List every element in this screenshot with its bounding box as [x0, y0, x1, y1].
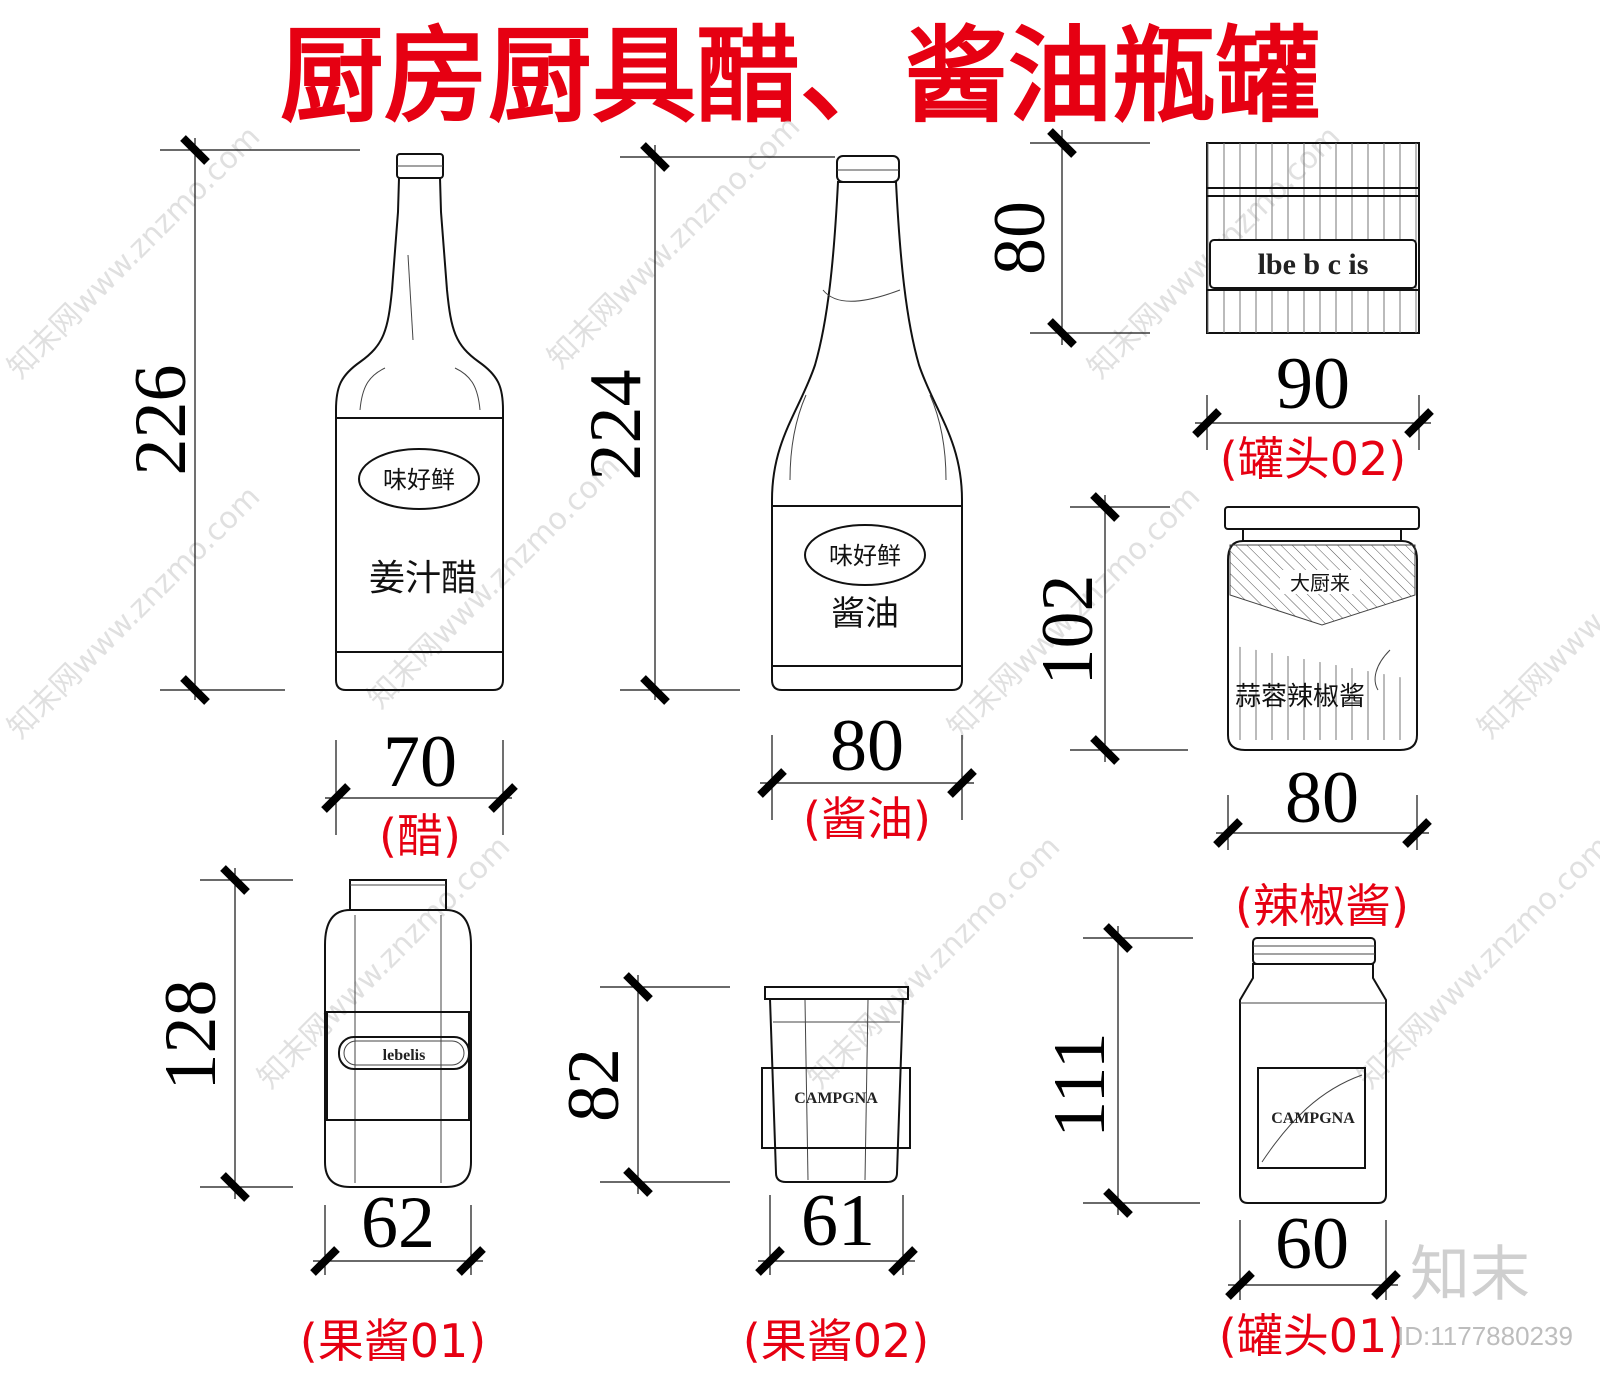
can01-jar: CAMPGNA [1239, 937, 1387, 1204]
watermark-text: 知末网www.znzmo.com [1351, 829, 1600, 1095]
can02-dimensions: 80 90 (罐头02) [979, 128, 1434, 486]
jam02-caption: (果酱02) [743, 1314, 929, 1368]
vinegar-brand: 味好鲜 [383, 466, 455, 494]
vinegar-bottle: 味好鲜 姜汁醋 [335, 153, 504, 691]
chili-jar: 大厨来 蒜蓉辣椒酱 [1224, 506, 1420, 751]
soy-caption: (酱油) [803, 792, 931, 846]
vinegar-height: 226 [120, 365, 202, 476]
jam01-caption: (果酱01) [300, 1314, 486, 1368]
watermark-text: 知末网www.znzmo.com [1, 479, 267, 745]
can01-height: 111 [1039, 1032, 1121, 1138]
jam01-width: 62 [361, 1182, 435, 1264]
jam01-dimensions: 128 62 (果酱01) [150, 865, 486, 1368]
soy-dimensions: 224 80 (酱油) [575, 142, 977, 846]
watermark-id: ID:1177880239 [1397, 1321, 1573, 1351]
jam02-height: 82 [553, 1048, 635, 1122]
soy-product: 酱油 [831, 594, 899, 634]
can02-label: lbe b c is [1258, 248, 1369, 281]
chili-dimensions: 102 80 (辣椒酱) [1027, 492, 1432, 933]
jam02-dimensions: 82 61 (果酱02) [553, 972, 929, 1368]
soy-height: 224 [575, 370, 657, 481]
chili-product: 蒜蓉辣椒酱 [1235, 682, 1365, 712]
watermark-text: 知末网www.znzmo.com [541, 109, 807, 375]
can02-height: 80 [979, 201, 1061, 275]
can02-jar: lbe b c is [1206, 142, 1420, 334]
can01-label: CAMPGNA [1271, 1110, 1355, 1127]
chili-brand: 大厨来 [1290, 571, 1350, 595]
jam01-jar: lebelis [324, 879, 472, 1188]
can01-dimensions: 111 60 (罐头01) [1039, 923, 1405, 1363]
jam01-label: lebelis [383, 1047, 426, 1064]
watermark-text: 知末网www.znzmo.com [1, 119, 267, 385]
vinegar-width: 70 [383, 721, 457, 803]
jam02-jar: CAMPGNA [761, 986, 911, 1183]
chili-width: 80 [1285, 757, 1359, 839]
soy-brand: 味好鲜 [829, 542, 901, 570]
chili-height: 102 [1027, 575, 1109, 686]
can02-width: 90 [1276, 343, 1350, 425]
can02-caption: (罐头02) [1220, 432, 1406, 486]
vinegar-dimensions: 226 70 (醋) [120, 135, 518, 863]
chili-caption: (辣椒酱) [1235, 879, 1409, 933]
soy-width: 80 [830, 705, 904, 787]
soy-bottle: 味好鲜 酱油 [771, 155, 963, 691]
can01-width: 60 [1275, 1203, 1349, 1285]
vinegar-caption: (醋) [379, 809, 461, 863]
jam01-height: 128 [150, 980, 232, 1091]
watermark-text: 知末网www.znzmo.com [1471, 479, 1600, 745]
page-title: 厨房厨具醋、酱油瓶罐 [280, 15, 1320, 137]
watermark-text: 知末网www.znzmo.com [801, 829, 1067, 1095]
jam02-width: 61 [801, 1180, 875, 1262]
can01-caption: (罐头01) [1219, 1309, 1405, 1363]
watermark-logo-text: 知末 [1410, 1240, 1530, 1310]
watermark-logo: 知末 ID:1177880239 [1397, 1240, 1573, 1351]
jam02-label: CAMPGNA [794, 1090, 878, 1107]
vinegar-product: 姜汁醋 [369, 558, 477, 599]
